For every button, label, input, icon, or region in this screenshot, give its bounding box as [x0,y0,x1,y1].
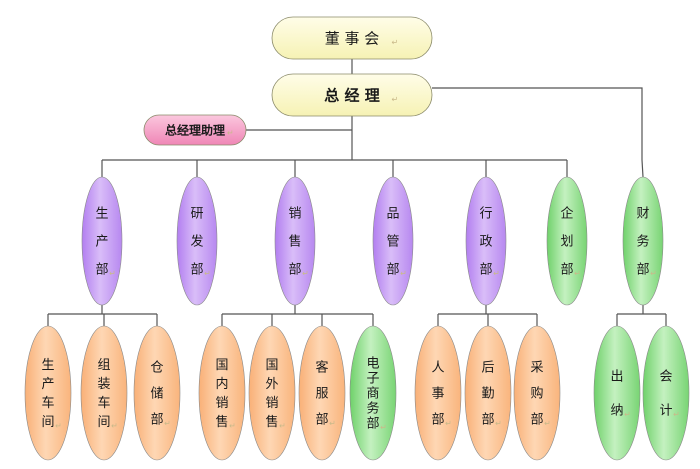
dept-admin[interactable] [465,176,507,306]
dept-production[interactable] [81,176,123,306]
svg-text:↵: ↵ [400,269,407,278]
unit-hr[interactable] [414,325,462,461]
node-board[interactable]: 董 事 会 ↵ [271,16,433,60]
unit-domestic[interactable] [198,325,246,461]
svg-text:↵: ↵ [204,269,211,278]
unit-accounting[interactable] [642,325,690,461]
dept-finance-label-text: 财务部 [636,207,649,278]
svg-text:↵: ↵ [673,410,680,419]
dept-sales[interactable] [274,176,316,306]
dept-rnd[interactable] [176,176,218,306]
unit-hr-label: 人事部↵ [431,361,451,428]
dept-rnd-label-text: 研发部 [190,207,203,278]
unit-domestic-label: 国内销售↵ [215,358,235,430]
svg-text:↵: ↵ [229,422,236,431]
unit-service-label-text: 客服部 [315,360,328,428]
node-gm[interactable]: 总 经 理 ↵ [271,73,433,117]
unit-domestic-label-text: 国内销售 [215,358,228,430]
unit-overseas[interactable] [248,325,296,461]
unit-assembly[interactable] [80,325,128,461]
unit-warehouse-label-text: 仓储部 [150,361,163,428]
dept-quality[interactable] [372,176,414,306]
dept-finance[interactable] [622,176,664,306]
unit-purchasing-label: 采购部↵ [530,361,550,428]
dept-finance-label: 财务部↵ [636,207,656,278]
unit-assembly-label: 组装车间↵ [97,358,117,430]
unit-purchasing-label-text: 采购部 [530,361,543,428]
dept-sales-label-text: 销售部 [288,207,301,278]
svg-text:↵: ↵ [392,95,399,104]
nodes-layer: 董 事 会↵总 经 理↵总经理助理↵生产部↵研发部↵销售部↵品管部↵行政部↵企划… [24,16,690,461]
svg-text:↵: ↵ [164,419,171,428]
unit-cashier-label-text: 出纳 [610,370,623,419]
unit-purchasing[interactable] [513,325,561,461]
unit-warehouse[interactable] [133,325,181,461]
unit-logistics-label-text: 后勤部 [481,361,494,428]
svg-text:↵: ↵ [624,410,631,419]
svg-text:↵: ↵ [493,269,500,278]
svg-text:↵: ↵ [111,422,118,431]
dept-quality-label-text: 品管部 [386,207,399,278]
dept-admin-label-text: 行政部 [479,207,492,278]
svg-text:↵: ↵ [109,269,116,278]
dept-production-label: 生产部↵ [95,207,115,278]
connector-lines [47,59,667,326]
unit-warehouse-label: 仓储部↵ [150,361,170,428]
svg-text:↵: ↵ [227,128,234,137]
svg-text:↵: ↵ [445,419,452,428]
connector-gm-finance [432,87,644,178]
dept-planning-label: 企划部↵ [560,206,580,278]
node-assistant[interactable]: 总经理助理↵ [143,114,247,146]
svg-text:↵: ↵ [495,419,502,428]
unit-accounting-label-text: 会计 [659,370,672,419]
svg-text:↵: ↵ [574,269,581,278]
dept-rnd-label: 研发部↵ [190,207,210,278]
dept-admin-label: 行政部↵ [479,207,499,278]
node-assistant-label: 总经理助理 [165,122,225,137]
unit-hr-label-text: 人事部 [431,361,444,428]
dept-sales-label: 销售部↵ [288,207,308,278]
unit-ecommerce-label-text: 电子商务部 [366,357,379,432]
dept-quality-label: 品管部↵ [386,207,406,278]
unit-accounting-label: 会计↵ [659,370,679,419]
svg-text:↵: ↵ [544,419,551,428]
unit-cashier-label: 出纳↵ [610,370,630,419]
unit-ecommerce[interactable] [349,325,397,461]
unit-cashier[interactable] [593,325,641,461]
node-gm-label: 总 经 理 [324,86,379,104]
svg-text:↵: ↵ [302,269,309,278]
svg-text:↵: ↵ [380,423,387,432]
unit-workshop[interactable] [24,325,72,461]
unit-workshop-label: 生产车间↵ [41,358,61,430]
svg-text:↵: ↵ [55,422,62,431]
svg-text:↵: ↵ [329,419,336,428]
unit-logistics[interactable] [464,325,512,461]
svg-text:↵: ↵ [392,38,399,47]
unit-service-label: 客服部↵ [315,360,335,428]
svg-text:↵: ↵ [279,422,286,431]
unit-logistics-label: 后勤部↵ [481,361,501,428]
unit-service[interactable] [298,325,346,461]
unit-overseas-label: 国外销售↵ [265,358,285,430]
dept-planning[interactable] [546,176,588,306]
dept-planning-label-text: 企划部 [560,206,573,278]
unit-overseas-label-text: 国外销售 [265,358,278,430]
unit-ecommerce-label: 电子商务部↵ [366,357,386,432]
svg-text:↵: ↵ [650,269,657,278]
unit-assembly-label-text: 组装车间 [97,358,110,430]
node-board-label: 董 事 会 [325,29,380,47]
dept-production-label-text: 生产部 [95,207,108,278]
unit-workshop-label-text: 生产车间 [41,358,54,430]
